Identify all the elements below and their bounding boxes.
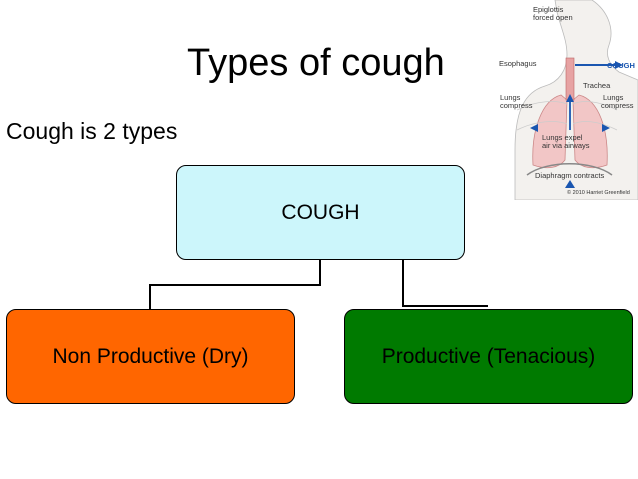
productive-node: Productive (Tenacious) bbox=[344, 309, 633, 404]
productive-label: Productive (Tenacious) bbox=[381, 344, 596, 368]
label-lungs-expel-1: Lungs expel bbox=[542, 133, 583, 142]
non-productive-label: Non Productive (Dry) bbox=[52, 344, 249, 368]
lung-right-arrow-icon bbox=[602, 124, 610, 132]
lung-left-arrow-icon bbox=[530, 124, 538, 132]
connector-left bbox=[149, 260, 321, 309]
diaphragm bbox=[526, 163, 613, 176]
label-lungs-left-2: compress bbox=[500, 101, 533, 110]
label-lungs-expel-2: air via airways bbox=[542, 141, 590, 150]
label-lungs-left-1: Lungs bbox=[500, 93, 521, 102]
label-trachea: Trachea bbox=[583, 81, 611, 90]
cough-anatomy-illustration: Epiglottis forced open Esophagus COUGH T… bbox=[499, 0, 638, 200]
label-cough: COUGH bbox=[607, 61, 635, 70]
right-lung bbox=[572, 94, 608, 169]
slide-title: Types of cough bbox=[187, 42, 445, 84]
label-lungs-right-1: Lungs bbox=[603, 93, 624, 102]
label-diaphragm: Diaphragm contracts bbox=[535, 171, 604, 180]
diaphragm-arrow-icon bbox=[565, 180, 575, 188]
slide-subtitle: Cough is 2 types bbox=[6, 118, 178, 144]
trachea bbox=[565, 57, 575, 101]
label-lungs-right-2: compress bbox=[601, 101, 634, 110]
label-forced-open: forced open bbox=[533, 13, 573, 22]
non-productive-node: Non Productive (Dry) bbox=[6, 309, 295, 404]
cough-root-label: COUGH bbox=[281, 200, 360, 224]
label-copyright: © 2010 Harriet Greenfield bbox=[567, 189, 630, 196]
left-lung bbox=[532, 94, 568, 169]
label-esophagus: Esophagus bbox=[499, 59, 537, 68]
connector-right bbox=[402, 260, 488, 307]
cough-root-node: COUGH bbox=[176, 165, 465, 260]
label-epiglottis: Epiglottis bbox=[533, 5, 564, 14]
